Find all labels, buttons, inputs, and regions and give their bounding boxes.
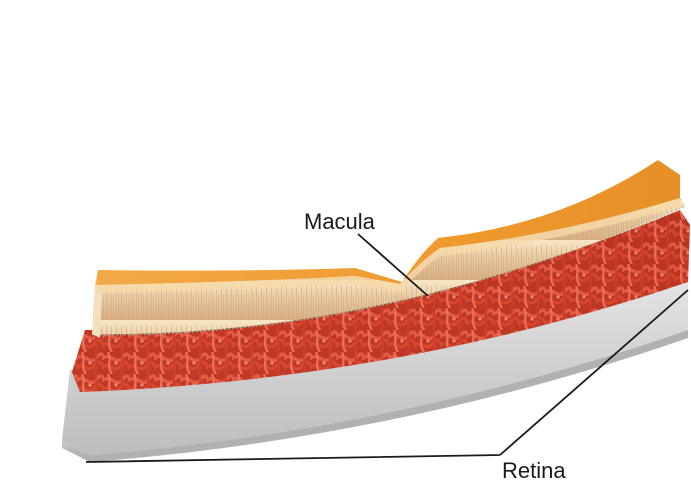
macula-label: Macula (304, 209, 376, 234)
retina-label: Retina (502, 458, 566, 483)
